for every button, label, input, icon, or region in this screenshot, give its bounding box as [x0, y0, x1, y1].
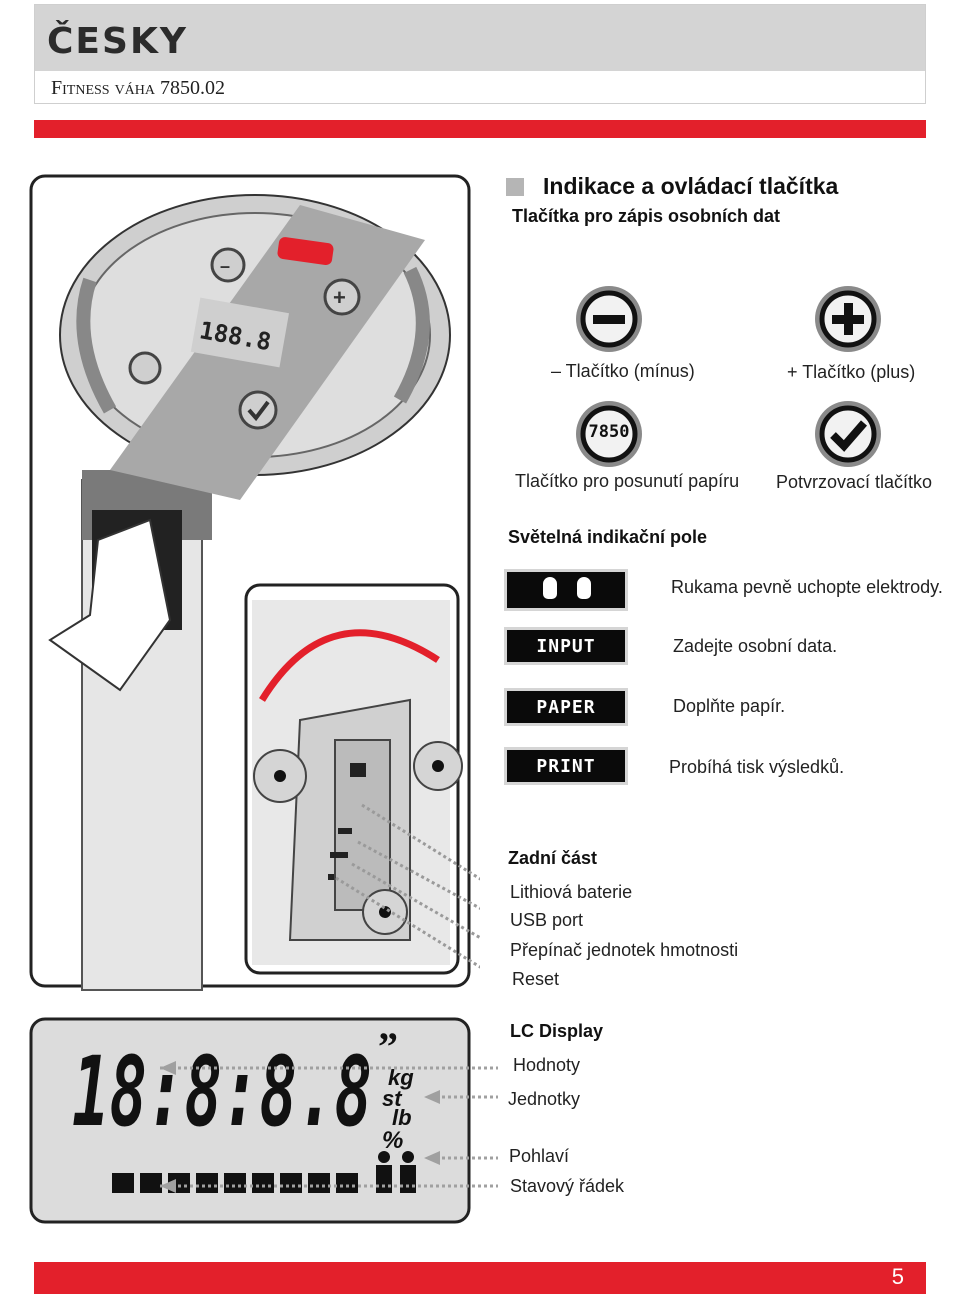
lcd-title: LC Display — [510, 1021, 604, 1041]
language-title: ČESKY — [47, 21, 188, 62]
lights-title: Světelná indikační pole — [508, 527, 708, 547]
light-text-paper: Doplňte papír. — [673, 696, 786, 716]
paper-feed-icon — [576, 401, 642, 467]
back-item-usb: USB port — [510, 910, 584, 930]
lcd-item-values: Hodnoty — [513, 1055, 581, 1075]
print-indicator: PRINT — [504, 747, 628, 785]
svg-text:”: ” — [378, 1024, 398, 1069]
electrode-indicator — [504, 569, 628, 611]
footer-bar: 5 — [34, 1262, 926, 1294]
page-number: 5 — [891, 1264, 904, 1289]
checkmark-icon — [815, 401, 881, 467]
back-item-reset: Reset — [512, 969, 560, 989]
light-text-input: Zadejte osobní data. — [673, 636, 838, 656]
input-indicator: INPUT — [504, 627, 628, 665]
svg-text:%: % — [382, 1127, 403, 1154]
svg-text:18:8:8.8: 18:8:8.8 — [72, 1036, 372, 1148]
confirm-button-label: Potvrzovací tlačítko — [776, 472, 933, 492]
page-header: ČESKY Fitness váha 7850.02 — [34, 4, 926, 104]
back-title: Zadní část — [508, 848, 598, 868]
plus-button-label: + Tlačítko (plus) — [787, 362, 916, 382]
plus-icon — [815, 286, 881, 352]
section-title: Indikace a ovládací tlačítka — [543, 173, 839, 199]
product-subtitle: Fitness váha 7850.02 — [51, 77, 226, 99]
svg-text:+: + — [333, 285, 346, 310]
hand-icon — [577, 577, 591, 599]
light-text-electrodes: Rukama pevně uchopte elektrody. — [671, 577, 943, 597]
header-red-bar — [34, 120, 926, 138]
svg-text:lb: lb — [392, 1105, 412, 1130]
buttons-subtitle: Tlačítka pro zápis osobních dat — [512, 206, 781, 226]
section-bullet — [506, 178, 524, 196]
svg-text:st: st — [382, 1086, 403, 1111]
header-band — [35, 5, 925, 71]
lcd-item-status-row: Stavový řádek — [510, 1176, 625, 1196]
back-item-unit-switch: Přepínač jednotek hmotnosti — [510, 940, 739, 960]
scale-illustration: – + 188.8 — [29, 174, 480, 991]
svg-text:–: – — [220, 256, 230, 276]
hand-icon — [543, 577, 557, 599]
minus-button-label: – Tlačítko (mínus) — [551, 361, 695, 381]
lcd-display-illustration: 18:8:8.8 ” kg st lb % — [29, 1017, 498, 1224]
light-text-print: Probíhá tisk výsledků. — [669, 757, 845, 777]
lcd-item-units: Jednotky — [508, 1089, 581, 1109]
lcd-item-gender: Pohlaví — [509, 1146, 570, 1166]
paper-button-label: Tlačítko pro posunutí papíru — [515, 471, 740, 491]
paper-indicator: PAPER — [504, 688, 628, 726]
minus-icon — [576, 286, 642, 352]
back-item-battery: Lithiová baterie — [510, 882, 633, 902]
paper-feed-icon-text: 7850 — [588, 422, 630, 442]
